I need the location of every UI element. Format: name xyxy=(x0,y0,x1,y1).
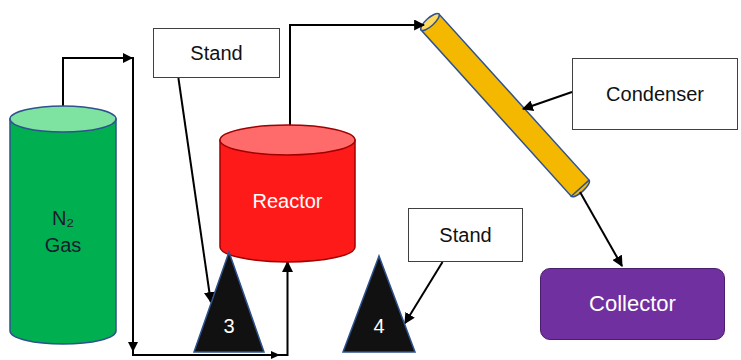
condenser-tube xyxy=(418,11,591,199)
flow-connector xyxy=(405,262,443,323)
label-box: Condenser xyxy=(572,58,738,130)
node-label: Stand xyxy=(439,222,491,249)
collector-box: Collector xyxy=(540,268,725,340)
stand-shape xyxy=(343,256,415,352)
node-label: Stand xyxy=(190,40,242,67)
label-box: Stand xyxy=(408,208,523,262)
node-label: 3 xyxy=(223,313,234,340)
gas-cylinder: N₂ Gas xyxy=(10,106,116,344)
cylinder-body xyxy=(220,140,355,262)
stand-triangle: 3 xyxy=(194,252,264,352)
cylinder-body xyxy=(10,119,116,344)
node-label: Collector xyxy=(589,289,676,319)
reactor-vessel: Reactor xyxy=(220,125,355,262)
vapour-line xyxy=(290,25,424,125)
flow-connector xyxy=(178,78,210,302)
cylinder-cap xyxy=(220,125,355,155)
label-box: Stand xyxy=(153,28,280,78)
condensate-line xyxy=(580,192,622,266)
stand-triangle-outline xyxy=(343,256,415,352)
stand-shape xyxy=(194,252,264,352)
node-label: Reactor xyxy=(252,188,322,215)
node-label: 4 xyxy=(373,313,384,340)
leader-line xyxy=(523,92,572,109)
node-label: N₂ Gas xyxy=(33,205,93,259)
node-label: Condenser xyxy=(606,81,704,108)
cylinder-cap xyxy=(10,106,116,132)
stand-triangle: 4 xyxy=(343,256,415,352)
